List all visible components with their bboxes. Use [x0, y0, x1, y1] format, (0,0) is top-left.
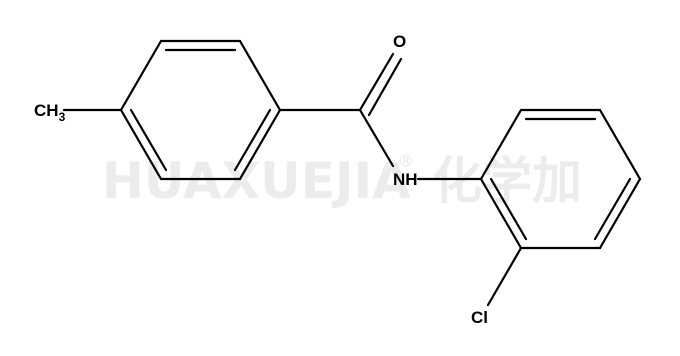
bond-ring2-f: [479, 177, 523, 250]
chlorophenyl-ring: [479, 108, 642, 250]
bond-ring2-d: [598, 177, 642, 250]
bond-carbonyl-a: [358, 52, 395, 112]
bond-chlorine: [486, 246, 523, 307]
watermark-registered-mark: ®: [398, 151, 414, 170]
atom-label-methyl: CH3: [34, 101, 66, 124]
double-bond-ring2-right: [593, 177, 632, 241]
atom-label-chlorine: Cl: [471, 308, 488, 327]
bond-ring1-a: [119, 39, 163, 112]
double-bond-ring1-right: [233, 108, 272, 172]
watermark-latin: HUAXUEJIA: [102, 152, 411, 210]
bond-ring1-d: [238, 108, 282, 181]
atom-label-nh: NH: [393, 170, 418, 189]
bond-ring2-c: [598, 108, 642, 181]
toluoyl-ring: [119, 39, 282, 181]
double-bond-ring2-left: [489, 177, 528, 241]
bond-ring1-c: [238, 39, 282, 112]
bond-carbonyl-b: [367, 57, 403, 117]
atom-label-oxygen: O: [393, 32, 406, 51]
bond-ring1-f: [119, 108, 163, 181]
double-bond-ring1-left: [129, 108, 168, 172]
bond-ring2-a: [479, 108, 523, 181]
bond-carbonyl-to-nitrogen: [358, 108, 395, 168]
watermark-chinese: 化学加: [432, 152, 582, 210]
